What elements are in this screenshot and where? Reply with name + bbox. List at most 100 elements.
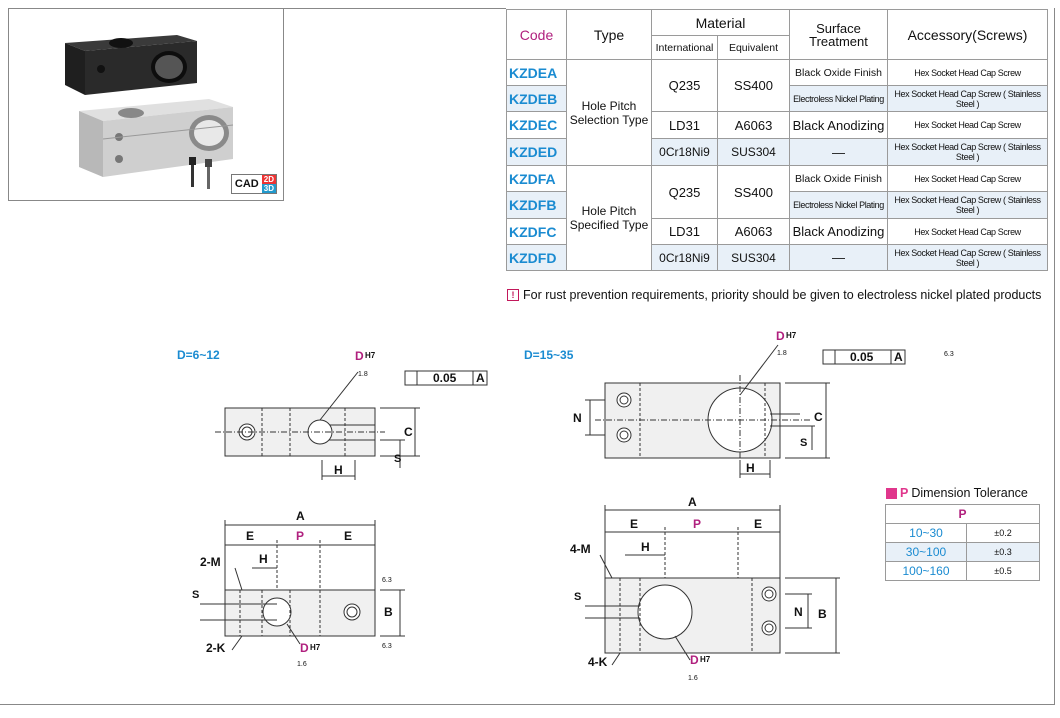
s-label: S [800, 437, 807, 449]
h-label: H [746, 461, 755, 475]
n-label: N [573, 411, 582, 425]
col-accessory: Accessory(Screws) [887, 9, 1048, 60]
d-label: D [300, 641, 309, 655]
rough-label: 1.8 [777, 350, 787, 357]
k-label: 2-K [206, 641, 226, 655]
e-label: E [754, 517, 762, 531]
page-frame [0, 8, 1055, 705]
surface-cell: Black Oxide Finish [789, 59, 888, 86]
surface-cell: Black Oxide Finish [789, 165, 888, 192]
intl-cell: Q235 [651, 59, 718, 112]
h7-label: H7 [700, 655, 711, 664]
tolerance-title-p: P [900, 486, 909, 500]
code-cell[interactable]: KZDFD [506, 244, 567, 271]
type-cell: Hole Pitch Selection Type [566, 59, 652, 166]
m-label: 2-M [200, 555, 221, 569]
accessory-cell: Hex Socket Head Cap Screw ( Stainless St… [887, 244, 1048, 271]
tolerance-range: 100~160 [885, 561, 967, 581]
spec-table: Code Type Material Surface Treatment Acc… [506, 9, 1048, 271]
k-label: 4-K [588, 655, 608, 669]
type-cell: Hole Pitch Specified Type [566, 165, 652, 271]
equiv-cell: SUS304 [717, 138, 790, 166]
p-label: P [693, 517, 701, 531]
c-label: C [814, 410, 823, 424]
e-label: E [344, 529, 352, 543]
drawing-title-small: D=6~12 [177, 348, 220, 362]
tolerance-range: 30~100 [885, 542, 967, 562]
tolerance-range: 10~30 [885, 523, 967, 543]
info-icon: ! [507, 289, 519, 301]
drawing-title-large: D=15~35 [524, 348, 574, 362]
a-label: A [296, 509, 305, 523]
rough-label: 6.3 [944, 351, 954, 358]
h-label: H [259, 552, 268, 566]
s-label: S [574, 591, 581, 603]
datum-label: A [476, 371, 485, 385]
b-label: B [384, 605, 393, 619]
rough-label: 6.3 [382, 577, 392, 584]
h-label: H [641, 540, 650, 554]
tolerance-table: P 10~30±0.2 30~100±0.3 100~160±0.5 [885, 504, 1040, 581]
col-material: Material [651, 9, 790, 36]
equiv-cell: A6063 [717, 111, 790, 139]
rough-label: 6.3 [382, 643, 392, 650]
n-label: N [794, 605, 803, 619]
h-label: H [334, 463, 343, 477]
datum-label: A [894, 350, 903, 364]
surface-cell: Black Anodizing [789, 218, 888, 245]
tolerance-value: ±0.5 [966, 561, 1040, 581]
p-label: P [296, 529, 304, 543]
square-icon [886, 487, 897, 499]
c-label: C [404, 425, 413, 439]
product-image: CAD 2D 3D [8, 8, 284, 201]
bracket-illustration [65, 35, 234, 189]
tolerance-header: P [885, 504, 1040, 524]
surface-cell: — [789, 138, 888, 166]
col-equivalent: Equivalent [717, 35, 790, 60]
accessory-cell: Hex Socket Head Cap Screw [887, 165, 1048, 192]
intl-cell: LD31 [651, 218, 718, 245]
h7-label: H7 [310, 643, 321, 652]
code-cell[interactable]: KZDEC [506, 111, 567, 139]
equiv-cell: SS400 [717, 165, 790, 219]
d-label: D [690, 653, 699, 667]
e-label: E [630, 517, 638, 531]
e-label: E [246, 529, 254, 543]
surface-cell: Electroless Nickel Plating [789, 191, 888, 219]
d-label: D [355, 349, 364, 363]
rust-note: ! For rust prevention requirements, prio… [507, 288, 1041, 302]
tolerance-value: ±0.3 [966, 542, 1040, 562]
equiv-cell: A6063 [717, 218, 790, 245]
col-type: Type [566, 9, 652, 60]
equiv-cell: SUS304 [717, 244, 790, 271]
cad-3d-label: 3D [261, 184, 276, 193]
h7-label: H7 [365, 351, 376, 360]
cad-2d-label: 2D [261, 175, 276, 184]
tolerance-value: ±0.2 [966, 523, 1040, 543]
rough-label: 1.6 [688, 675, 698, 682]
rust-note-text: For rust prevention requirements, priori… [523, 288, 1042, 302]
cad-label: CAD [234, 178, 259, 190]
intl-cell: 0Cr18Ni9 [651, 244, 718, 271]
rough-label: 1.6 [297, 661, 307, 668]
intl-cell: LD31 [651, 111, 718, 139]
s-label: S [192, 589, 199, 601]
intl-cell: Q235 [651, 165, 718, 219]
d-label: D [776, 329, 785, 343]
b-label: B [818, 607, 827, 621]
surface-cell: — [789, 244, 888, 271]
cad-badge[interactable]: CAD 2D 3D [230, 174, 277, 194]
s-label: S [394, 453, 401, 465]
tolerance-title-text: Dimension Tolerance [911, 486, 1028, 500]
code-cell[interactable]: KZDFA [506, 165, 567, 192]
code-cell[interactable]: KZDFB [506, 191, 567, 219]
h7-label: H7 [786, 331, 797, 340]
rough-label: 1.8 [358, 371, 368, 378]
tol-value: 0.05 [850, 350, 874, 364]
tol-value: 0.05 [433, 371, 457, 385]
frame-top-line [284, 8, 506, 9]
a-label: A [688, 495, 697, 509]
m-label: 4-M [570, 542, 591, 556]
